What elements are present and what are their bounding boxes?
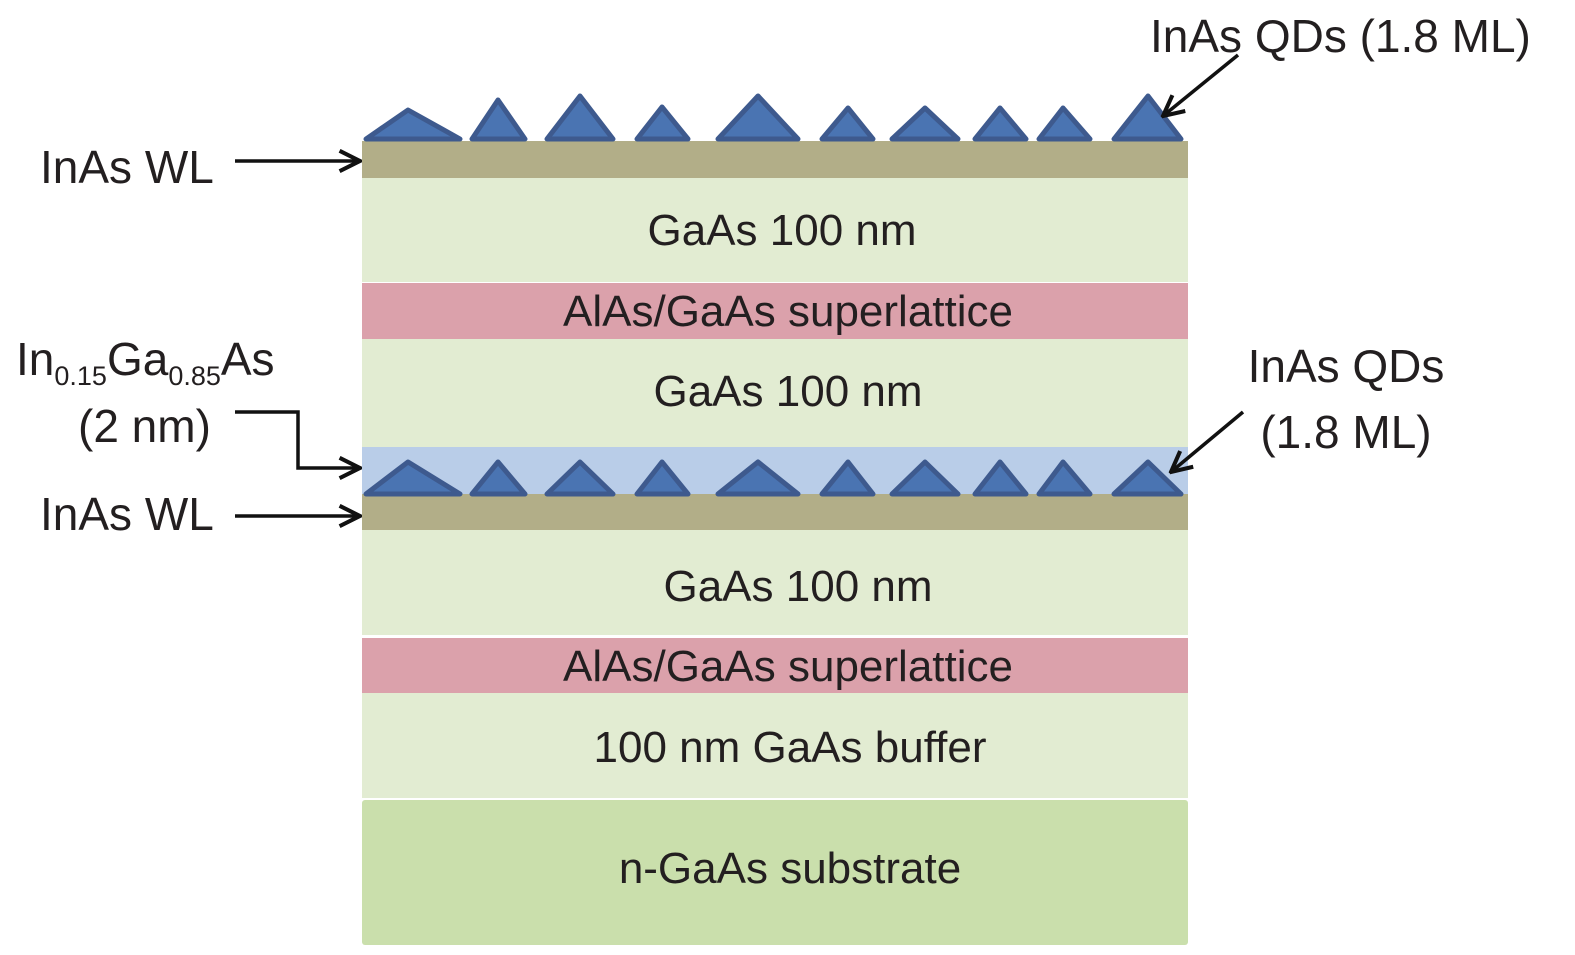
formula-in: In	[16, 333, 54, 385]
layer-wl-mid	[362, 494, 1188, 530]
top-quantum-dot	[363, 107, 463, 142]
quantum-dots-embedded-row	[363, 459, 1184, 497]
embedded-quantum-dot	[1111, 459, 1184, 497]
formula-as: As	[221, 333, 275, 385]
top-quantum-dot	[819, 105, 876, 142]
embedded-quantum-dot	[889, 459, 961, 497]
annotation-mid-qds-line2: (1.8 ML)	[1260, 406, 1431, 458]
annotation-top-qds: InAs QDs (1.8 ML)	[1150, 10, 1531, 62]
layer-stack	[362, 141, 1188, 945]
embedded-quantum-dot	[363, 459, 463, 497]
quantum-dots-top-row	[363, 93, 1184, 142]
top-quantum-dot	[1036, 105, 1093, 142]
annotation-ingaas-formula: In0.15Ga0.85As	[16, 333, 275, 391]
label-superlattice-1: AlAs/GaAs superlattice	[563, 287, 1013, 336]
arrow-top-qds	[1163, 53, 1240, 116]
embedded-quantum-dot	[1036, 459, 1093, 497]
formula-in-subscript: 0.15	[54, 361, 107, 391]
layer-gaas-1	[362, 178, 1188, 282]
annotation-mid-qds-line1: InAs QDs	[1248, 340, 1445, 392]
top-quantum-dot	[1111, 93, 1184, 142]
formula-ga-subscript: 0.85	[168, 361, 221, 391]
label-gaas-buffer: 100 nm GaAs buffer	[594, 723, 987, 772]
arrow-mid-qds	[1171, 410, 1245, 472]
layer-gaas-buffer	[362, 693, 1188, 798]
embedded-quantum-dot	[634, 459, 691, 497]
embedded-quantum-dot	[819, 459, 876, 497]
top-quantum-dot	[544, 93, 616, 142]
annotation-mid-wl: InAs WL	[40, 488, 214, 540]
top-quantum-dot	[972, 105, 1029, 142]
embedded-quantum-dot	[544, 459, 616, 497]
label-gaas-1: GaAs 100 nm	[647, 206, 916, 255]
annotation-top-wl: InAs WL	[40, 141, 214, 193]
top-quantum-dot	[715, 93, 801, 142]
arrow-ingaas	[235, 410, 360, 468]
label-gaas-3: GaAs 100 nm	[663, 562, 932, 611]
top-quantum-dot	[469, 97, 528, 142]
layer-substrate	[362, 800, 1188, 945]
top-quantum-dot	[889, 105, 961, 142]
formula-ga: Ga	[107, 333, 169, 385]
label-substrate: n-GaAs substrate	[619, 844, 961, 893]
label-gaas-2: GaAs 100 nm	[653, 367, 922, 416]
layer-superlattice-2	[362, 638, 1188, 693]
embedded-quantum-dot	[972, 459, 1029, 497]
layer-superlattice-1	[362, 283, 1188, 339]
top-quantum-dot	[634, 104, 691, 142]
layer-gaas-3	[362, 530, 1188, 635]
annotation-ingaas-thickness: (2 nm)	[78, 400, 211, 452]
layer-wl-top	[362, 141, 1188, 178]
embedded-quantum-dot	[469, 459, 528, 497]
label-superlattice-2: AlAs/GaAs superlattice	[563, 642, 1013, 691]
layer-gaas-2	[362, 339, 1188, 447]
embedded-quantum-dot	[715, 459, 801, 497]
